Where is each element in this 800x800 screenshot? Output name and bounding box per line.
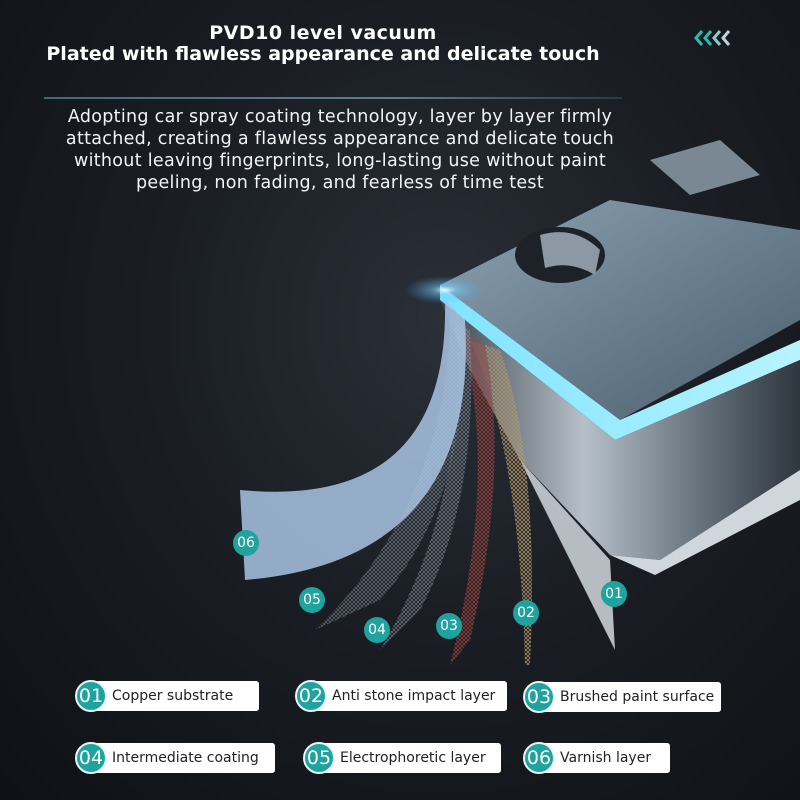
layer-number: 03: [523, 681, 555, 713]
layer-label-01: 01 Copper substrate: [75, 680, 259, 712]
layer-label-06: 06 Varnish layer: [523, 742, 670, 774]
chevron-left-triple-icon: [694, 30, 731, 46]
layer-label-03: 03 Brushed paint surface: [523, 681, 721, 713]
layer-name: Electrophoretic layer: [340, 750, 486, 766]
layer-number: 04: [75, 742, 107, 774]
layer-number: 02: [295, 680, 327, 712]
layer-label-04: 04 Intermediate coating: [75, 742, 275, 774]
layer-name: Anti stone impact layer: [332, 688, 496, 704]
layer-number: 06: [523, 742, 555, 774]
heading-line2: Plated with flawless appearance and deli…: [46, 43, 600, 65]
layer-name: Varnish layer: [560, 750, 652, 766]
heading-line1: PVD10 level vacuum: [209, 22, 437, 44]
divider: [44, 97, 622, 99]
marker-06: 06: [233, 530, 259, 556]
marker-04: 04: [364, 617, 390, 643]
layer-name: Intermediate coating: [112, 750, 259, 766]
layer-label-02: 02 Anti stone impact layer: [295, 680, 507, 712]
marker-03: 03: [436, 613, 462, 639]
layer-name: Copper substrate: [112, 688, 234, 704]
description-text: Adopting car spray coating technology, l…: [65, 107, 615, 193]
marker-02: 02: [513, 600, 539, 626]
marker-01: 01: [601, 581, 627, 607]
layer-number: 01: [75, 680, 107, 712]
marker-05: 05: [299, 587, 325, 613]
layer-number: 05: [303, 742, 335, 774]
layer-label-05: 05 Electrophoretic layer: [303, 742, 501, 774]
layer-name: Brushed paint surface: [560, 689, 715, 705]
